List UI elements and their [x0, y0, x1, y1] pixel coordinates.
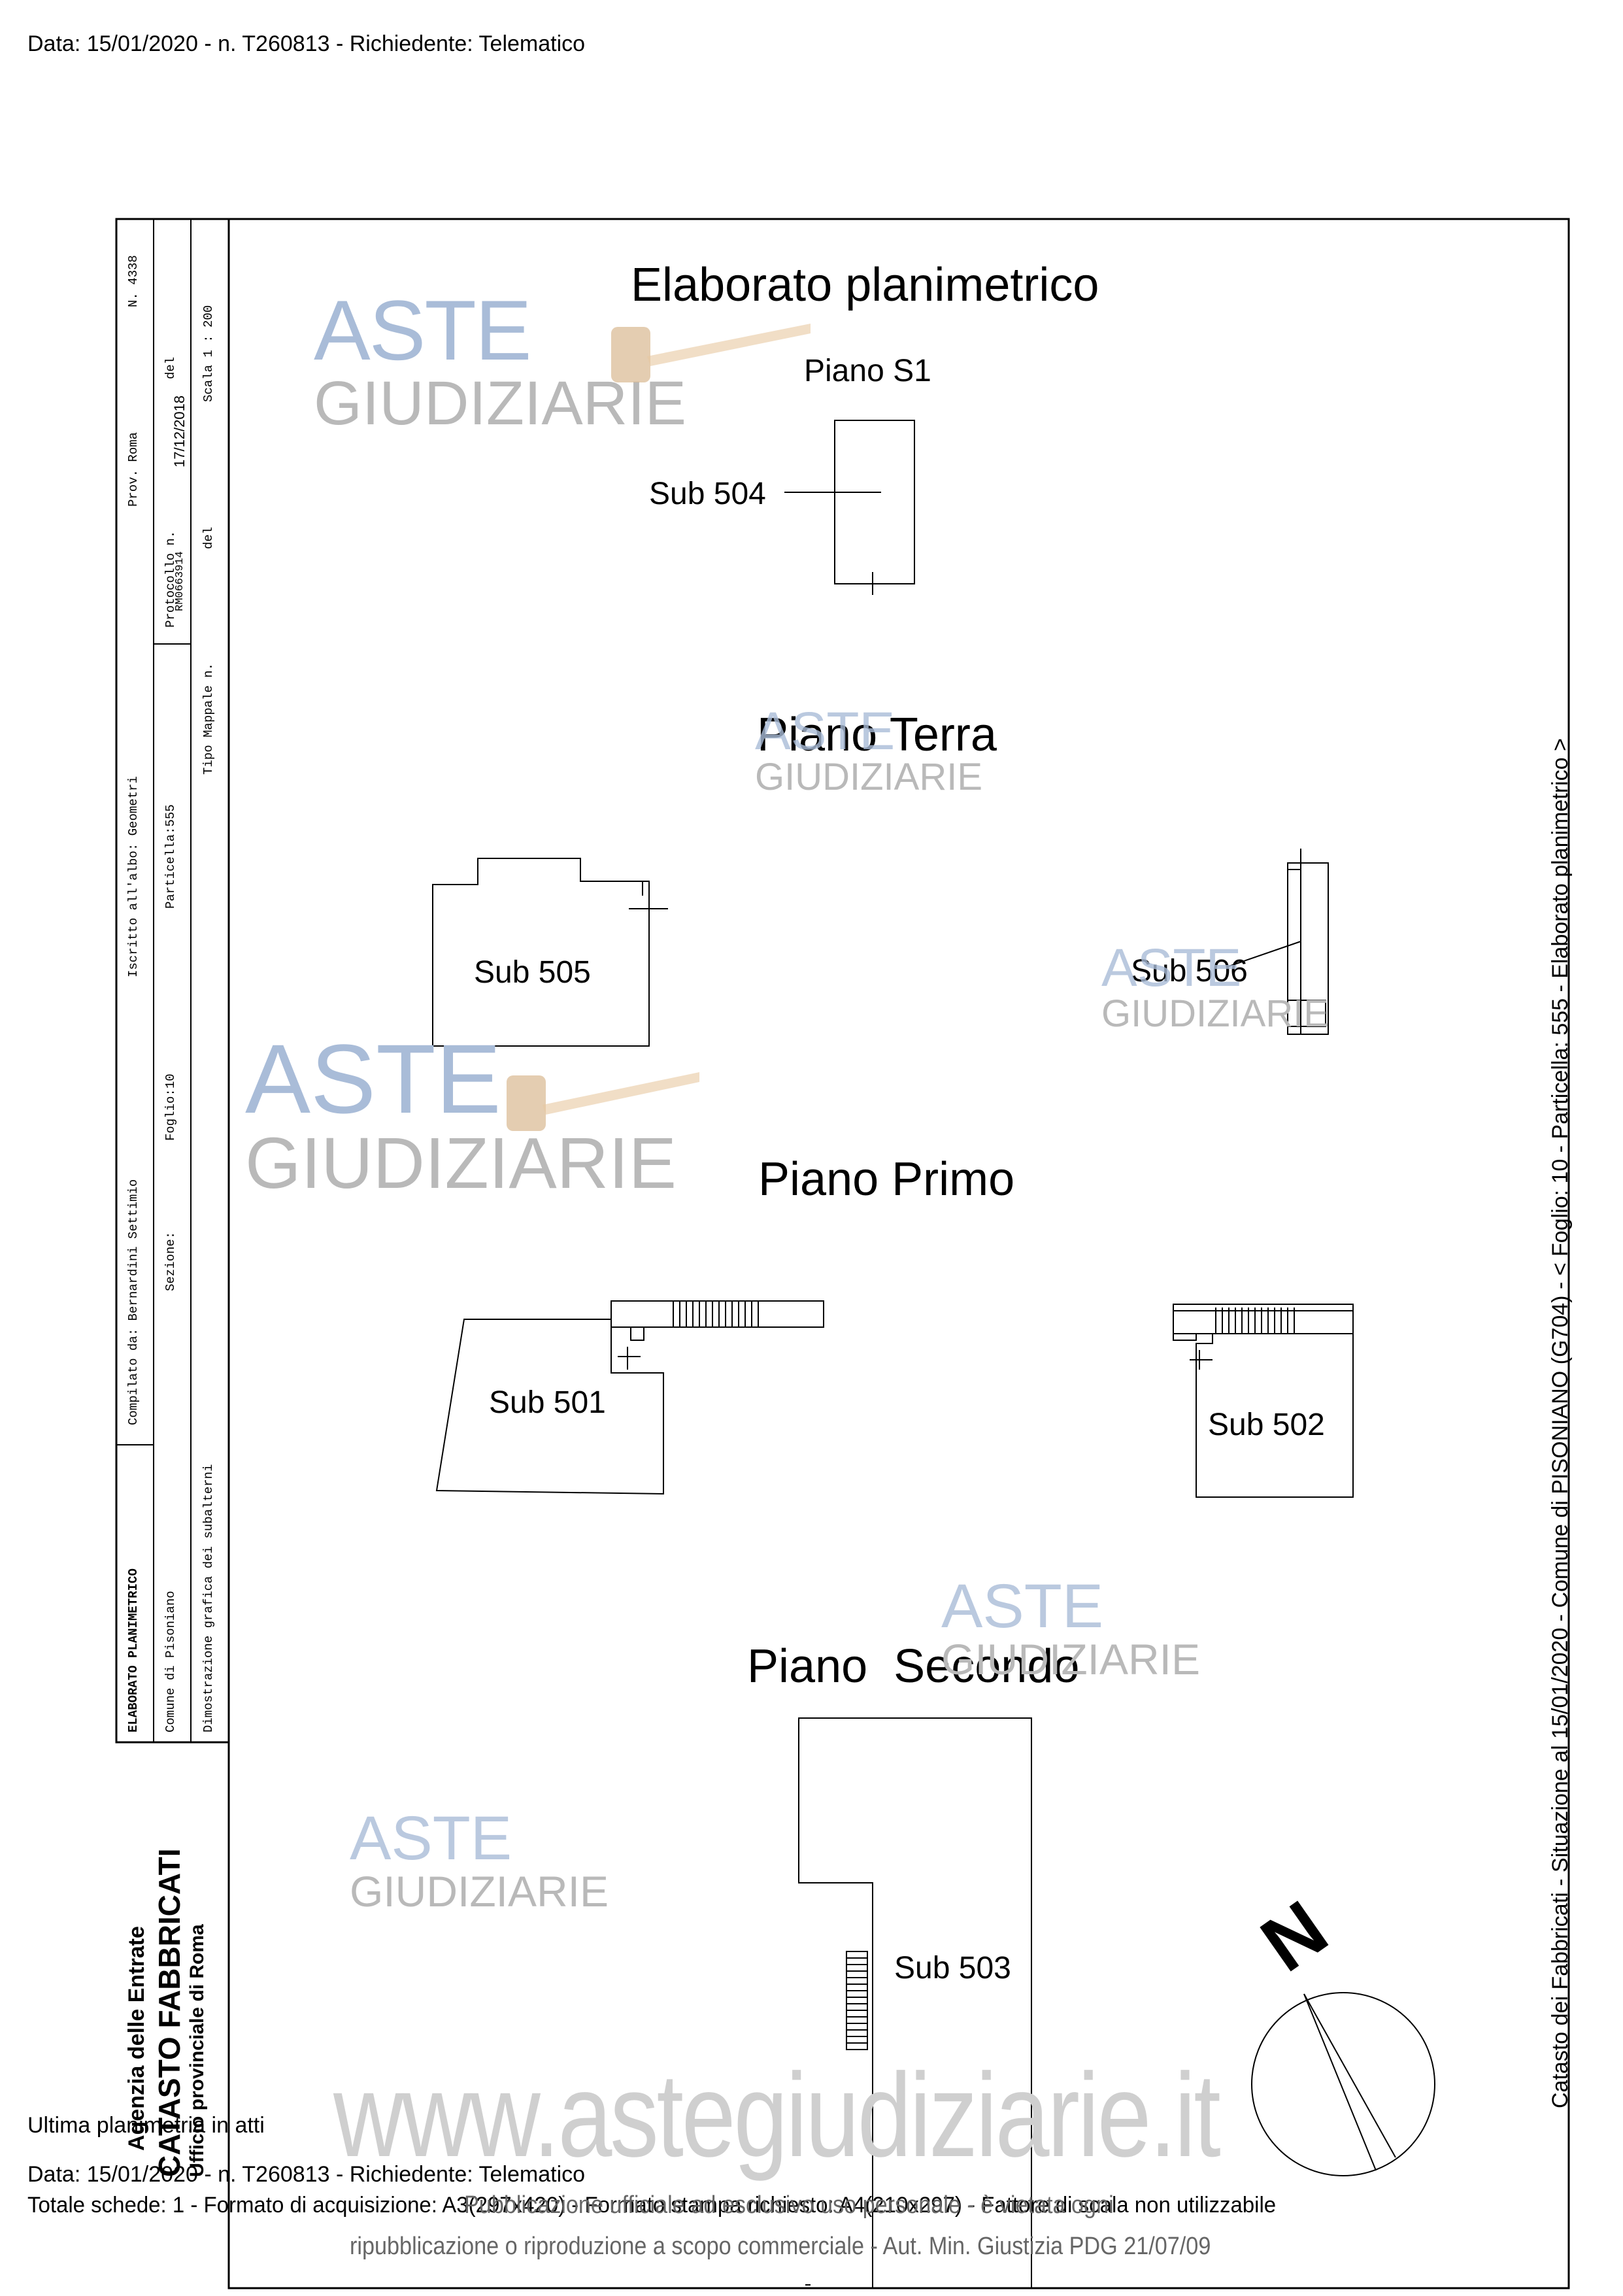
watermark-logo-2: ASTE GIUDIZIARIE	[755, 701, 983, 798]
unit-label-sub504: Sub 504	[649, 477, 766, 511]
particella-label: Particella:555	[163, 804, 178, 909]
unit-label-sub506: Sub 506	[1131, 954, 1248, 988]
footer-ultima: Ultima planimetria in atti	[27, 2113, 265, 2138]
del-label-1: del	[163, 356, 178, 379]
watermark-url: www.astegiudiziarie.it	[333, 2048, 1221, 2182]
foglio-label: Foglio:10	[163, 1073, 178, 1141]
prov-label: Prov. Roma	[126, 431, 141, 507]
office-name: Ufficio provinciale di Roma	[186, 1924, 208, 2177]
elaborato-label: ELABORATO PLANIMETRICO	[126, 1568, 141, 1732]
floor-title-secondo: Piano Secondo	[747, 1640, 1080, 1693]
watermark-logo-6: ASTE GIUDIZIARIE	[350, 1804, 609, 1916]
watermark-notice-2: ripubblicazione o riproduzione a scopo c…	[350, 2233, 1211, 2260]
header-line: Data: 15/01/2020 - n. T260813 - Richiede…	[27, 31, 586, 56]
watermark-notice-1: Pubblicazione ufficiale ad esclusivo uso…	[464, 2191, 1114, 2219]
unit-label-sub502: Sub 502	[1208, 1408, 1325, 1442]
numero-label: N. 4338	[126, 255, 141, 307]
watermark-logo-3: ASTE GIUDIZIARIE	[1101, 938, 1330, 1035]
comune-label: Comune di Pisoniano	[163, 1591, 178, 1732]
floor-title-primo: Piano Primo	[758, 1153, 1015, 1206]
dimostrazione-label: Dimostrazione grafica dei subalterni	[201, 1464, 216, 1732]
protocollo-number: RM0663914	[174, 551, 186, 611]
tipo-mappale-label: Tipo Mappale n.	[201, 662, 216, 775]
unit-label-sub505: Sub 505	[474, 955, 591, 990]
plan-title: Elaborato planimetrico	[631, 259, 1099, 311]
scala-label: Scala 1 : 200	[201, 305, 216, 402]
gavel-icon	[497, 1056, 706, 1147]
protocollo-date: 17/12/2018	[171, 395, 188, 467]
watermark-logo-4: ASTE GIUDIZIARIE	[245, 1024, 677, 1204]
gavel-icon	[601, 307, 817, 399]
footer-data: Data: 15/01/2020 - n. T260813 - Richiede…	[27, 2162, 586, 2187]
unit-label-sub501: Sub 501	[489, 1385, 606, 1420]
unit-label-sub503: Sub 503	[894, 1951, 1011, 1985]
del-label-2: del	[201, 526, 216, 549]
watermark-logo-5: ASTE GIUDIZIARIE	[941, 1572, 1201, 1683]
footer-totale: Totale schede: 1 - Formato di acquisizio…	[27, 2193, 1277, 2218]
sezione-label: Sezione:	[163, 1231, 178, 1291]
watermark-logo-1: ASTE GIUDIZIARIE	[314, 282, 687, 438]
floor-title-s1: Piano S1	[804, 354, 931, 388]
iscritto-label: Iscritto all'albo: Geometri	[126, 776, 141, 977]
catasto-situazione-line: Catasto dei Fabbricati - Situazione al 1…	[1548, 738, 1573, 2108]
compilato-label: Compilato da: Bernardini Settimio	[126, 1179, 141, 1425]
floor-title-terra: Piano Terra	[757, 709, 997, 761]
